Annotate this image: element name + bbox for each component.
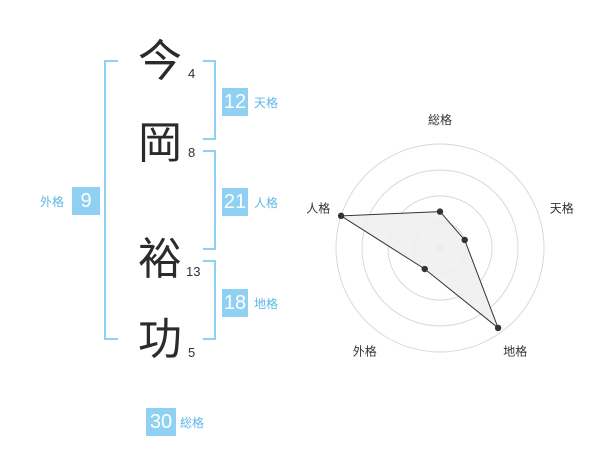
stroke-count-1: 4 xyxy=(188,66,196,81)
stroke-count-3: 13 xyxy=(186,264,201,279)
jinkaku-label: 人格 xyxy=(254,196,279,210)
chikaku-label: 地格 xyxy=(254,297,279,311)
radar-point-5 xyxy=(337,212,345,220)
name-char-3: 裕 xyxy=(138,234,182,285)
radar-axis-label-5: 人格 xyxy=(306,200,330,215)
radar-axis-label-1: 総格 xyxy=(428,112,452,127)
gaikaku-value: 9 xyxy=(72,187,100,215)
chikaku-bracket xyxy=(203,260,216,340)
chikaku-value: 18 xyxy=(222,289,248,317)
radar-point-3 xyxy=(494,324,502,332)
stroke-count-4: 5 xyxy=(188,345,196,360)
gaikaku-bracket xyxy=(104,60,118,340)
soukaku-value: 30 xyxy=(146,408,176,436)
radar-axis-label-2: 天格 xyxy=(550,200,574,215)
radar-point-1 xyxy=(436,208,444,215)
radar-axis-label-4: 外格 xyxy=(353,344,377,359)
soukaku-label: 総格 xyxy=(180,416,205,430)
radar-ring xyxy=(361,169,519,327)
radar-point-4 xyxy=(421,265,428,273)
radar-ring xyxy=(335,143,545,353)
tenkaku-value: 12 xyxy=(222,88,248,116)
radar-ring xyxy=(387,195,493,301)
jinkaku-bracket xyxy=(203,150,216,250)
tenkaku-label: 天格 xyxy=(254,96,279,110)
gaikaku-label: 外格 xyxy=(40,195,65,209)
jinkaku-value: 21 xyxy=(222,188,248,216)
radar-axis-label-3: 地格 xyxy=(503,344,527,359)
radar-polygon xyxy=(339,211,500,330)
name-char-2: 岡 xyxy=(138,118,182,169)
stroke-count-2: 8 xyxy=(188,145,196,160)
radar-point-2 xyxy=(461,236,468,244)
name-char-4: 功 xyxy=(138,314,182,365)
name-char-1: 今 xyxy=(138,36,182,87)
tenkaku-bracket xyxy=(203,60,216,140)
